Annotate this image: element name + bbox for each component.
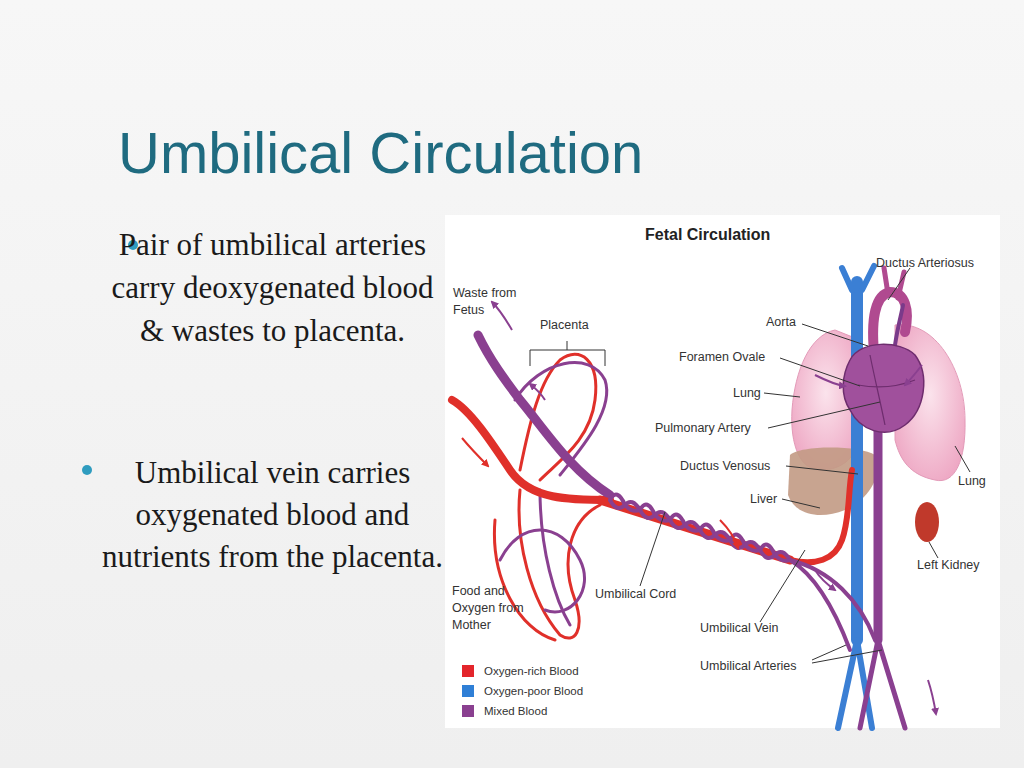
bullet-dot bbox=[82, 465, 92, 475]
kidney-shape bbox=[915, 502, 939, 542]
part-label: Umbilical Cord bbox=[595, 586, 676, 603]
placenta-vessel bbox=[519, 490, 600, 638]
legend-swatch bbox=[462, 705, 474, 717]
placenta-vessel bbox=[500, 530, 585, 612]
part-label: Placenta bbox=[540, 317, 589, 334]
bullet-text: Pair of umbilical arteries carry deoxyge… bbox=[100, 223, 445, 352]
bullet-text: Umbilical vein carries oxygenated blood … bbox=[100, 452, 445, 578]
leader-line bbox=[955, 446, 970, 472]
leader-line bbox=[780, 358, 860, 386]
leader-line bbox=[929, 542, 938, 558]
leader-line bbox=[764, 393, 800, 397]
part-label: Lung bbox=[733, 385, 761, 402]
part-label: Left Kidney bbox=[917, 557, 980, 574]
flow-arrows bbox=[462, 302, 936, 714]
legend-text: Oxygen-poor Blood bbox=[484, 683, 583, 699]
part-label: Waste from Fetus bbox=[453, 285, 533, 319]
leader-line bbox=[782, 499, 820, 508]
descending-aorta bbox=[874, 430, 883, 640]
liver-shape bbox=[788, 448, 878, 516]
flow-arrow bbox=[815, 570, 835, 590]
placenta-vessel bbox=[494, 520, 555, 640]
flow-arrow bbox=[815, 375, 845, 386]
heart bbox=[843, 344, 923, 432]
ductus-arteriosus-vessel bbox=[895, 305, 903, 345]
vena-cava bbox=[851, 282, 863, 640]
part-label: Umbilical Vein bbox=[700, 620, 779, 637]
leader-line bbox=[888, 268, 910, 300]
umbilical-vein-vessel bbox=[790, 470, 852, 562]
heart-chambers bbox=[858, 355, 915, 425]
part-label: Liver bbox=[750, 491, 777, 508]
part-label: Umbilical Arteries bbox=[700, 658, 797, 675]
legend-swatch bbox=[462, 685, 474, 697]
placenta-vessel bbox=[515, 363, 607, 475]
part-label: Lung bbox=[958, 473, 986, 490]
part-label: Food and Oxygen from Mother bbox=[452, 583, 530, 634]
umbilical-cord bbox=[600, 470, 875, 650]
figure-panel bbox=[445, 215, 1000, 728]
flow-arrow bbox=[462, 438, 488, 466]
leader-line bbox=[802, 324, 868, 346]
vein-branch bbox=[842, 266, 874, 290]
legend-swatch bbox=[462, 665, 474, 677]
leader-line bbox=[786, 466, 858, 474]
flow-arrow bbox=[530, 384, 545, 400]
heart-shape bbox=[843, 344, 923, 432]
slide-title: Umbilical Circulation bbox=[118, 121, 643, 185]
leader-lines bbox=[530, 268, 970, 663]
leader-line bbox=[640, 512, 665, 586]
flow-arrow bbox=[928, 680, 936, 714]
leader-line bbox=[812, 645, 882, 663]
part-label: Pulmonary Artery bbox=[655, 420, 751, 437]
flow-arrow bbox=[720, 520, 738, 548]
legend-text: Mixed Blood bbox=[484, 703, 547, 719]
leader-line bbox=[760, 550, 805, 622]
figure-title: Fetal Circulation bbox=[645, 225, 770, 245]
legend-text: Oxygen-rich Blood bbox=[484, 663, 579, 679]
part-label: Aorta bbox=[766, 314, 796, 331]
part-label: Ductus Arteriosus bbox=[876, 255, 974, 272]
placenta-vessel bbox=[540, 490, 570, 625]
arch-branch bbox=[884, 268, 904, 298]
liver-kidney bbox=[788, 448, 939, 543]
flow-arrow bbox=[492, 302, 512, 330]
flow-arrow bbox=[905, 365, 922, 385]
placenta bbox=[452, 335, 610, 640]
umbilical-artery-vessel bbox=[790, 560, 875, 650]
part-label: Foramen Ovale bbox=[679, 349, 765, 366]
waste-vessel bbox=[478, 335, 610, 495]
leader-line bbox=[768, 402, 880, 428]
placenta-bracket bbox=[530, 341, 605, 366]
part-label: Ductus Venosus bbox=[680, 458, 770, 475]
